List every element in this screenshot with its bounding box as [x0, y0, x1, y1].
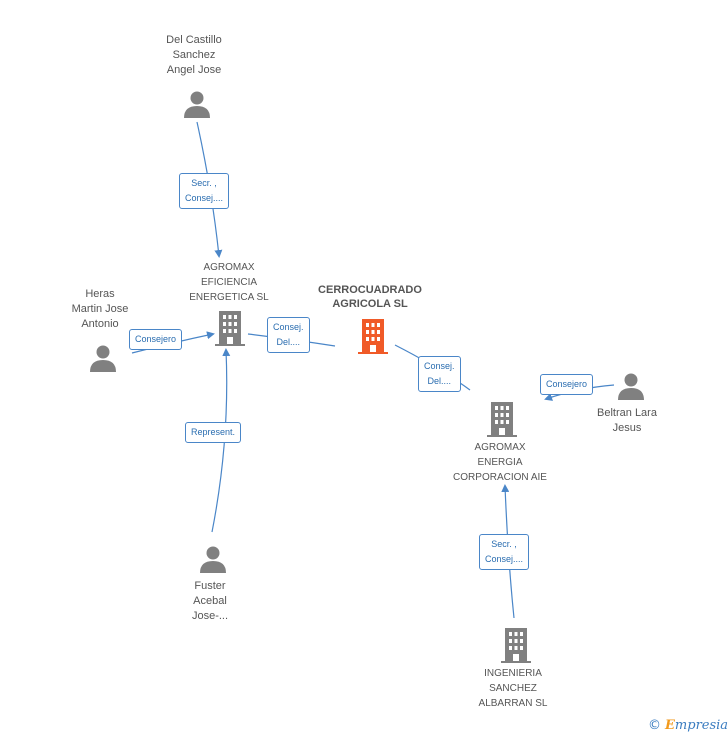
person-heras-label: Heras Martin Jose Antonio [71, 288, 129, 330]
edge-label-ingenieria-corp[interactable]: Secr. , Consej.... [479, 534, 530, 570]
company-agromax-eficiencia-label: AGROMAX EFICIENCIA ENERGETICA SL [189, 262, 269, 303]
company-agromax-corporacion-label: AGROMAX ENERGIA CORPORACION AIE [453, 442, 547, 483]
main-building-icon[interactable] [357, 318, 389, 354]
empresia-logo: ©Empresia [648, 718, 728, 733]
main-company-label: CERROCUADRADO AGRICOLA SL [318, 284, 422, 310]
edge-label-agromax-main[interactable]: Consej. Del.... [267, 317, 310, 353]
edge-label-del-castillo-agromax[interactable]: Secr. , Consej.... [179, 173, 230, 209]
person-icon[interactable] [616, 371, 646, 401]
building-icon[interactable] [501, 627, 531, 663]
person-icon[interactable] [198, 544, 228, 574]
person-icon[interactable] [182, 89, 212, 119]
person-icon[interactable] [88, 343, 118, 373]
person-fuster-label: Fuster Acebal Jose-... [191, 580, 229, 622]
person-beltran-label: Beltran Lara Jesus [597, 407, 657, 434]
person-del-castillo-label: Del Castillo Sanchez Angel Jose [166, 34, 222, 76]
building-icon[interactable] [215, 310, 245, 346]
edge-label-fuster-agromax[interactable]: Represent. [185, 422, 242, 443]
company-ingenieria-label: INGENIERIA SANCHEZ ALBARRAN SL [478, 668, 548, 709]
building-icon[interactable] [487, 401, 517, 437]
edge-label-main-corp[interactable]: Consej. Del.... [418, 356, 461, 392]
edge-label-beltran-corp[interactable]: Consejero [540, 374, 594, 395]
edge-label-heras-agromax[interactable]: Consejero [129, 329, 183, 350]
